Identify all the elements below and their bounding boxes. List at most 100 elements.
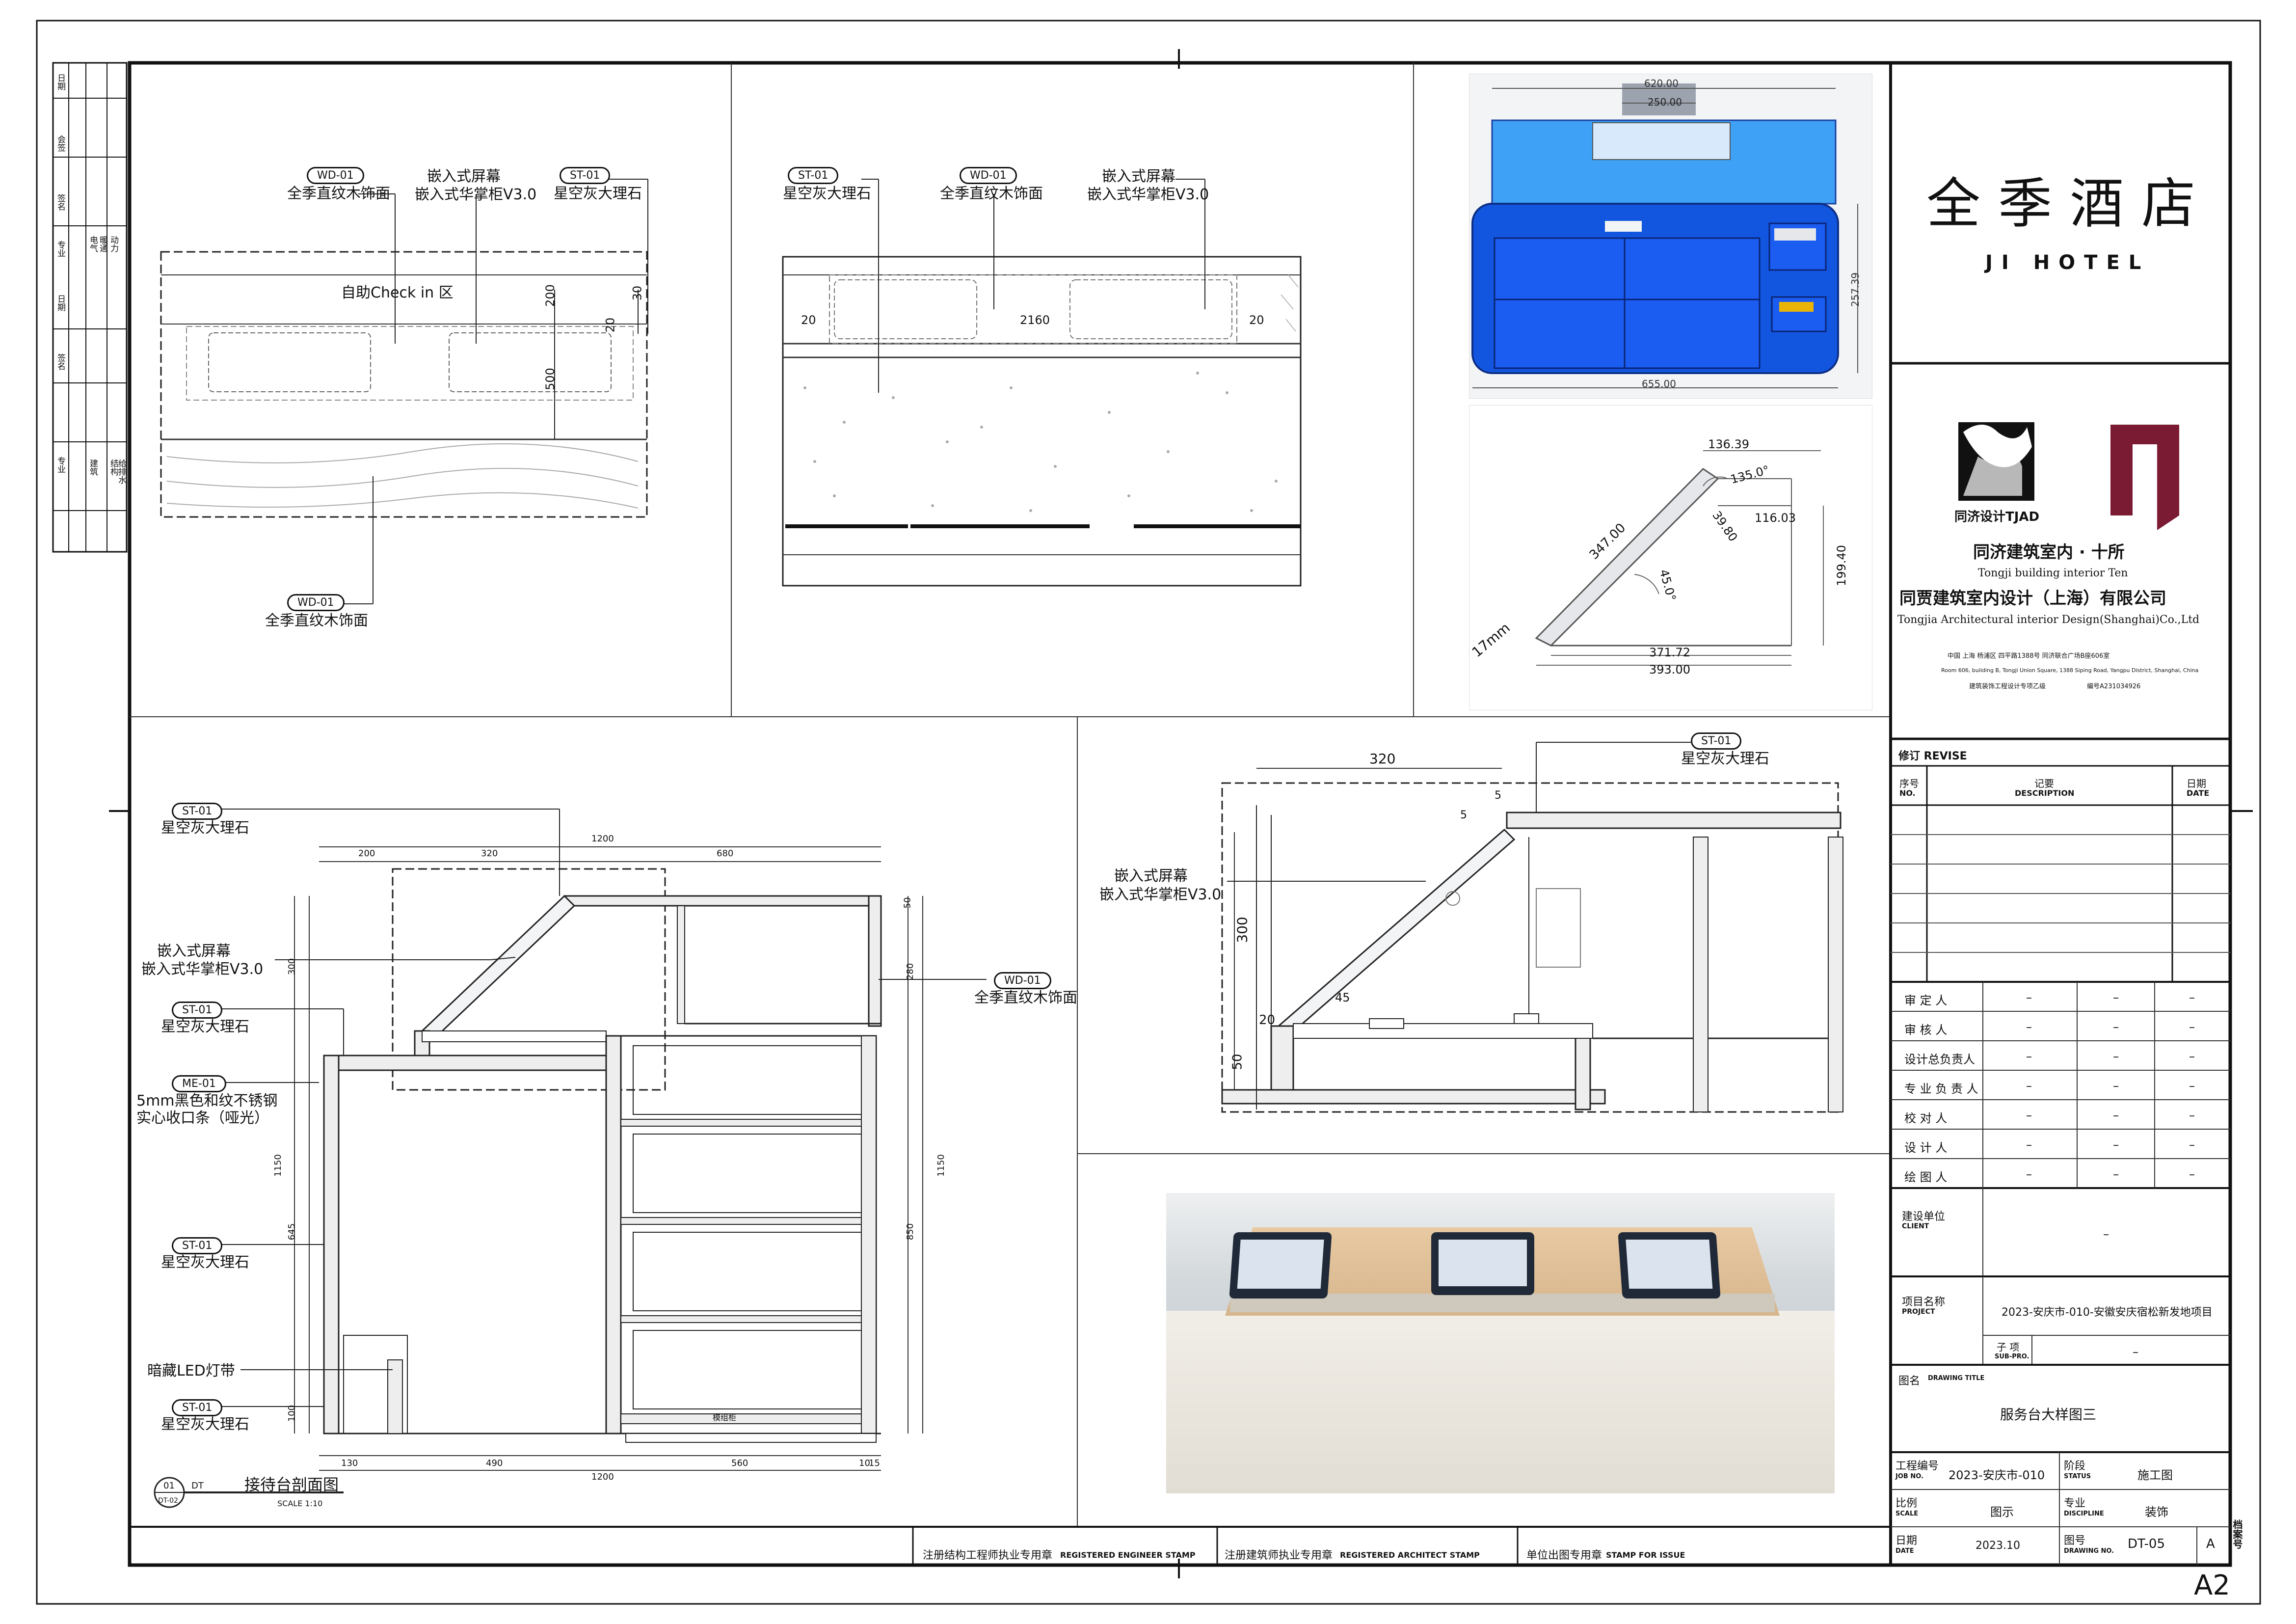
p1-tag-wd01-text: 全季直纹木饰面 (287, 185, 390, 202)
p1-tag-wd01: WD-01 (307, 167, 364, 184)
p2-tag-wd01-text: 全季直纹木饰面 (940, 185, 1043, 202)
ks-dim-393: 393.00 (1649, 663, 1690, 677)
stamp-engineer-cn: 注册结构工程师执业专用章 (923, 1549, 1053, 1562)
kf-dim-655: 655.00 (1642, 378, 1676, 390)
sec-tag-st01-1: ST-01 (172, 803, 223, 820)
project-value: 2023-安庆市-010-安徽安庆宿松新发地项目 (2002, 1306, 2213, 1319)
det-dim-20: 20 (1259, 1013, 1276, 1028)
firm2-cn: 同贾建筑室内设计（上海）有限公司 (1899, 589, 2166, 608)
scale-value: 图示 (1990, 1505, 2014, 1519)
role-drafter-v1: – (2026, 1167, 2032, 1181)
date-value: 2023.10 (1976, 1540, 2020, 1552)
role-reviewer-v2: – (2113, 1020, 2119, 1034)
firm2-en: Tongjia Architectural interior Design(Sh… (1897, 614, 2200, 626)
discipline-cn: 专业 (2064, 1497, 2086, 1510)
p2-screen-label-2: 嵌入式华掌柜V3.0 (1087, 186, 1209, 203)
strip-sign: 签名 (55, 194, 65, 211)
det-dim-5a: 5 (1495, 789, 1501, 802)
firm-address-en: Room 606, building B, Tongji Union Squar… (1941, 667, 2199, 674)
status-value: 施工图 (2137, 1468, 2173, 1482)
kf-dim-250: 250.00 (1648, 96, 1682, 108)
p1-tag-wd01-bottom: WD-01 (287, 594, 345, 611)
sec-dim-1200-top: 1200 (591, 834, 614, 844)
sec-module-cabinet: 模组柜 (713, 1413, 737, 1422)
archive-label: 档案号 (2231, 1519, 2243, 1549)
sec-dim-200: 200 (358, 848, 375, 859)
role-reviewer-v3: – (2189, 1020, 2195, 1034)
brand-en: JI HOTEL (1985, 251, 2150, 274)
strip-date-2: 日期 (55, 295, 65, 311)
ks-dim-371: 371.72 (1649, 646, 1690, 659)
p2-stone-texture (803, 372, 1278, 512)
tjad-logo (1958, 422, 2034, 501)
status-en: STATUS (2064, 1473, 2091, 1480)
scale-cn: 比例 (1896, 1497, 1918, 1510)
ks-dim-136: 136.39 (1708, 437, 1749, 451)
sec-dim-15: 15 (869, 1458, 880, 1468)
p1-tag-wd01-bottom-text: 全季直纹木饰面 (265, 612, 368, 629)
sec-tag-me01: ME-01 (172, 1075, 226, 1092)
sec-tag-st01-2-text: 星空灰大理石 (161, 1018, 249, 1035)
rev-desc-en: DESCRIPTION (2015, 788, 2075, 798)
det-tag-st01: ST-01 (1691, 732, 1742, 750)
job-value: 2023-安庆市-010 (1949, 1468, 2045, 1482)
job-en: JOB NO. (1896, 1473, 1923, 1480)
sec-title-suffix: DT (191, 1481, 204, 1491)
p2-dim-2160: 2160 (1020, 313, 1050, 327)
role-approver-v1: – (2026, 991, 2032, 1004)
date-en: DATE (1896, 1547, 1914, 1555)
role-checker-v3: – (2189, 1109, 2195, 1122)
p2-dim-20-left: 20 (801, 313, 816, 327)
sec-dim-320: 320 (481, 848, 498, 859)
drawno-en: DRAWING NO. (2064, 1547, 2114, 1555)
role-designer-v2: – (2113, 1138, 2119, 1152)
det-dim-320: 320 (1369, 751, 1396, 767)
project-en: PROJECT (1902, 1308, 1935, 1316)
stamp-issue-en: STAMP FOR ISSUE (1606, 1550, 1685, 1560)
role-lead-v2: – (2113, 1079, 2119, 1093)
role-chief-v3: – (2189, 1050, 2195, 1063)
client-cn: 建设单位 (1902, 1211, 1946, 1223)
discipline-value: 装饰 (2145, 1505, 2168, 1519)
tongjia-mark-icon (2110, 425, 2179, 530)
drawing-title-cn: 图名 (1898, 1375, 1921, 1387)
subpro-value: – (2133, 1345, 2138, 1359)
rev-no-cn: 序号 (1899, 778, 1919, 789)
p2-tag-st01-text: 星空灰大理石 (783, 185, 871, 202)
sec-title: 接待台剖面图 (244, 1475, 339, 1494)
sec-tag-me01-text: 5mm黑色和纹不锈钢 (136, 1092, 278, 1110)
sec-dim-1200-bottom: 1200 (591, 1472, 614, 1482)
firm1-cn: 同济建筑室内 · 十所 (1973, 542, 2125, 562)
sec-dim-490: 490 (486, 1458, 503, 1468)
sec-tag-st01-3: ST-01 (172, 1237, 223, 1254)
strip-power: 动力 (108, 236, 118, 252)
sec-dim-10: 10 (859, 1458, 870, 1468)
sec-dim-680: 680 (717, 848, 734, 859)
role-designer-v1: – (2026, 1138, 2032, 1152)
project-cn: 项目名称 (1902, 1296, 1946, 1308)
stamp-issue-cn: 单位出图专用章 (1526, 1549, 1602, 1562)
det-tag-st01-text: 星空灰大理石 (1681, 750, 1769, 767)
rev-desc-cn: 记要 (2034, 778, 2054, 789)
job-cn: 工程编号 (1896, 1460, 1939, 1472)
stamp-architect-cn: 注册建筑师执业专用章 (1225, 1549, 1333, 1562)
role-lead-v3: – (2189, 1079, 2195, 1093)
brand-cn: 全季酒店 (1926, 172, 2213, 235)
date-cn: 日期 (1896, 1535, 1918, 1547)
sec-screen-label-2: 嵌入式华掌柜V3.0 (141, 961, 264, 978)
role-designer: 设 计 人 (1904, 1141, 1948, 1155)
sec-tag-st01-2: ST-01 (172, 1001, 223, 1019)
strip-hvac: 暖通 (98, 236, 107, 252)
rev-date-en: DATE (2187, 788, 2210, 798)
strip-sign-2: 签名 (55, 353, 65, 370)
role-drafter-v3: – (2189, 1167, 2195, 1181)
role-drafter: 绘 图 人 (1904, 1170, 1948, 1184)
p1-screen-label-2: 嵌入式华掌柜V3.0 (415, 186, 537, 203)
reception-desk-photo (1166, 1193, 1835, 1493)
drawno-value: DT-05 (2128, 1537, 2165, 1551)
rev-date-cn: 日期 (2187, 778, 2206, 789)
